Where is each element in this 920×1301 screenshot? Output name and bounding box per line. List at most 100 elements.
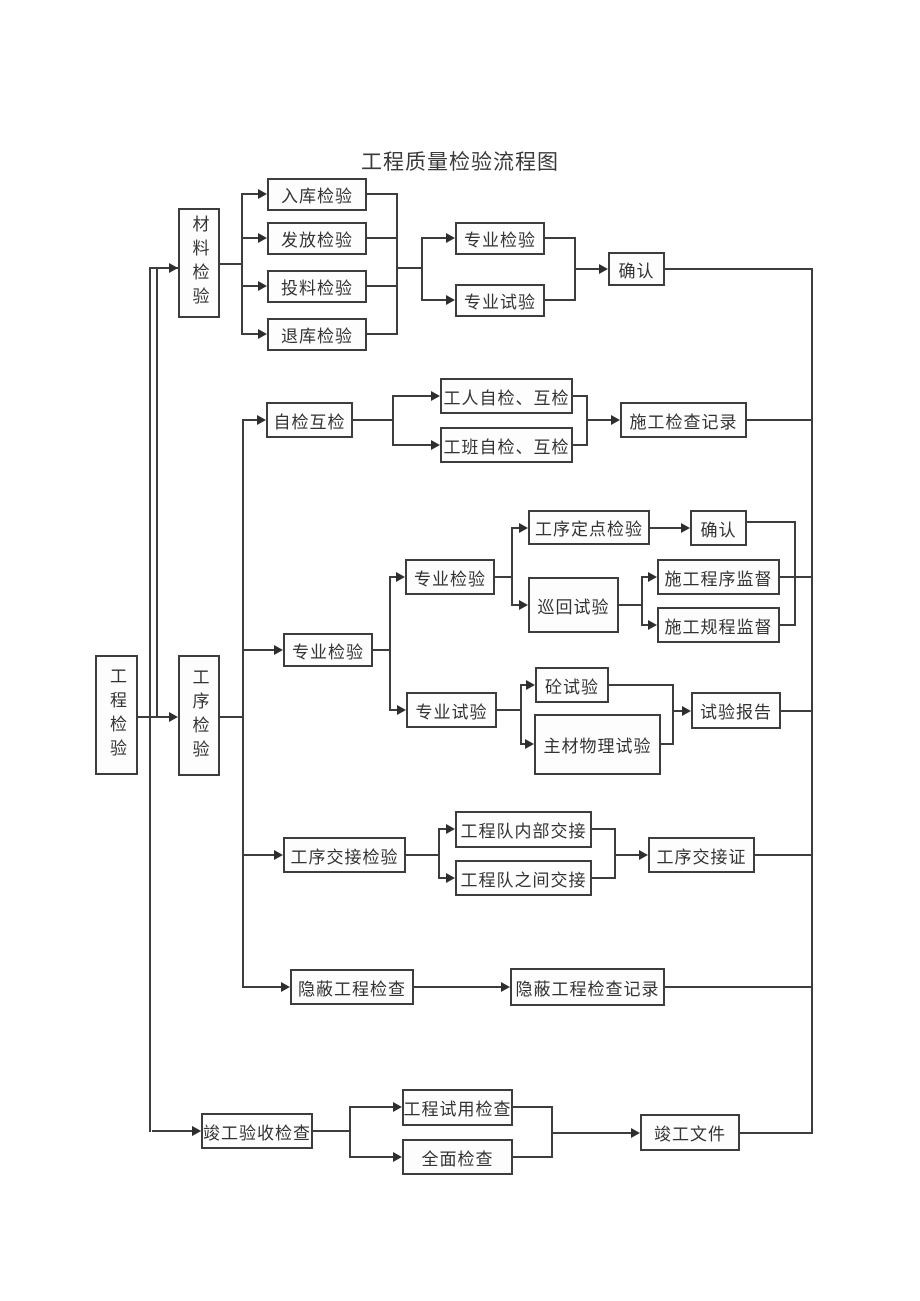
node-confirm-2: 确认 [690,510,747,546]
node-issuance-inspection: 发放检验 [267,222,367,255]
node-professional-inspection-3: 专业检验 [405,559,495,595]
flow-line [243,193,265,195]
arrowhead-icon [258,329,267,339]
flow-line [367,285,398,287]
arrowhead-icon [681,523,690,533]
arrowhead-icon [446,824,455,834]
flow-line [350,1156,400,1158]
flow-line [367,237,398,239]
arrowhead-icon [431,391,440,401]
arrowhead-icon [519,523,528,533]
node-hidden-work-inspection: 隐蔽工程检查 [290,969,414,1005]
arrowhead-icon [258,189,267,199]
flow-line [406,854,440,856]
flow-line [243,854,281,856]
arrowhead-icon [274,850,283,860]
flow-line [615,854,646,856]
node-material-inspection: 材料检验 [178,208,220,318]
flow-line [422,299,453,301]
flow-line [393,444,438,446]
flow-line [243,419,264,421]
flow-line [243,333,265,335]
node-professional-test-1: 专业试验 [455,284,545,317]
flow-line [220,263,243,265]
flow-line [367,333,398,335]
node-construction-regulation-supervision: 施工规程监督 [657,607,780,643]
flow-line [220,716,244,718]
flow-line [551,1106,553,1158]
node-worker-self-mutual-inspection: 工人自检、互检 [440,378,573,414]
node-professional-inspection-2: 专业检验 [283,633,373,667]
flow-line [414,986,508,988]
flow-line [740,1132,813,1134]
flow-line [243,237,265,239]
flow-line [545,237,576,239]
node-concrete-test: 砼试验 [535,667,609,703]
arrowhead-icon [169,712,178,722]
arrowhead-icon [446,873,455,883]
flow-line [497,709,522,711]
page-title: 工程质量检验流程图 [361,150,559,174]
flow-line [811,268,813,1134]
flow-line [641,576,643,626]
flow-line [367,193,398,195]
flow-line [243,649,281,651]
node-warehousing-inspection: 入库检验 [267,178,367,211]
flow-line [511,527,513,606]
arrowhead-icon [648,620,657,630]
arrowhead-icon [446,295,455,305]
flow-line [397,267,423,269]
arrowhead-icon [525,739,534,749]
flow-line [393,395,438,397]
flow-line [592,877,616,879]
arrowhead-icon [258,281,267,291]
flow-line [665,268,813,270]
flow-line [513,1156,553,1158]
flow-line [673,710,689,712]
node-team-self-mutual-inspection: 工班自检、互检 [440,427,573,463]
flow-line [150,267,178,269]
flow-line [573,444,588,446]
node-test-report: 试验报告 [691,692,781,729]
flow-line [396,193,398,335]
node-process-inspection: 工序检验 [178,655,220,776]
flow-line [747,419,813,421]
arrowhead-icon [257,415,266,425]
node-comprehensive-inspection: 全面检查 [402,1139,513,1175]
node-professional-test-2: 专业试验 [406,692,497,728]
arrowhead-icon [397,705,406,715]
flow-line [781,710,813,712]
arrowhead-icon [648,572,657,582]
node-team-internal-handover: 工程队内部交接 [455,811,592,848]
arrowhead-icon [639,850,648,860]
flow-line [494,576,513,578]
arrowhead-icon [169,263,178,273]
flow-line [422,237,453,239]
flow-line [747,521,796,523]
flow-line [672,684,674,745]
flow-line [241,193,243,335]
flow-line [243,986,288,988]
flow-line [545,299,576,301]
node-completion-documents: 竣工文件 [640,1114,740,1151]
flow-line [619,604,643,606]
arrowhead-icon [281,982,290,992]
flow-line [780,576,813,578]
arrowhead-icon [393,1152,402,1162]
flow-line [152,1130,199,1132]
flow-line [438,828,440,879]
flow-line [614,828,616,879]
flow-line [513,1106,553,1108]
flow-line [592,828,616,830]
flow-line [313,1130,351,1132]
flow-line [661,743,674,745]
node-confirm-1: 确认 [608,252,665,286]
flow-line [665,986,813,988]
arrowhead-icon [501,982,510,992]
arrowhead-icon [519,600,528,610]
node-hidden-work-check-record: 隐蔽工程检查记录 [510,968,665,1006]
flow-line [349,1106,351,1158]
arrowhead-icon [192,1126,201,1136]
flow-line [552,1132,638,1134]
